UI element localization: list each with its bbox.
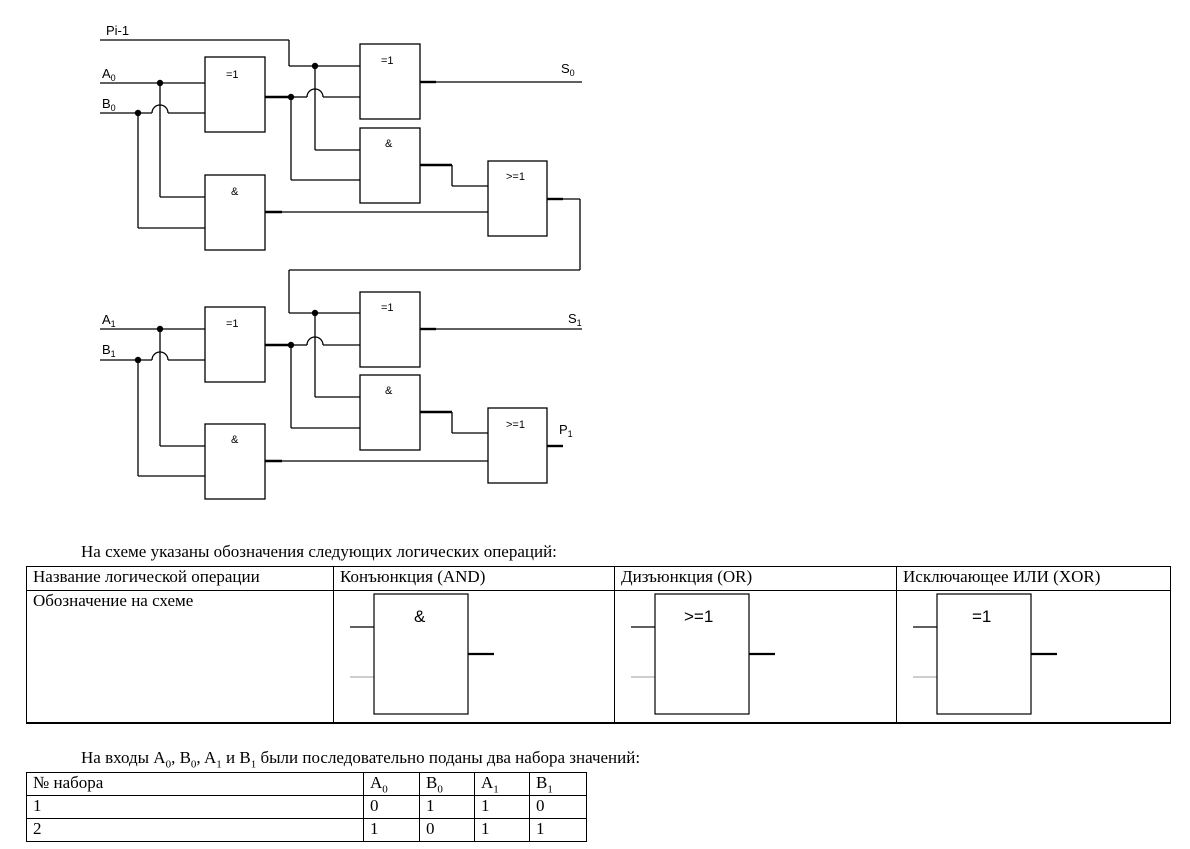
s0-label: S0 (561, 61, 575, 78)
value-a1: 1 (474, 795, 530, 819)
and-gate-stage1-input: & (204, 423, 266, 500)
svg-text:>=1: >=1 (506, 419, 525, 431)
op-and-symbol-cell: & (333, 590, 615, 724)
xor-gate-symbol: =1 (913, 593, 1057, 715)
s1-label: S1 (568, 311, 582, 328)
svg-text:=1: =1 (381, 55, 394, 67)
value-a1: 1 (474, 818, 530, 842)
svg-text:>=1: >=1 (684, 607, 713, 626)
value-b1: 1 (529, 818, 587, 842)
value-a0: 1 (363, 818, 420, 842)
value-b0: 0 (419, 818, 475, 842)
value-b1: 0 (529, 795, 587, 819)
svg-text:&: & (385, 138, 393, 150)
svg-text:&: & (231, 434, 239, 446)
op-or-symbol-cell: >=1 (614, 590, 897, 724)
a1-label: A1 (102, 312, 116, 329)
xor-gate-stage0-sum: =1 (359, 43, 421, 120)
adder-circuit-diagram: Pi-1 A0 B0 A1 B1 S0 S1 P1 (100, 23, 582, 500)
b1-label: B1 (102, 342, 116, 359)
ops-header-label: Название логической операции (26, 566, 334, 591)
op-xor-name: Исключающее ИЛИ (XOR) (896, 566, 1171, 591)
op-or-name: Дизъюнкция (OR) (614, 566, 897, 591)
set-number: 2 (26, 818, 364, 842)
carry-in-label: Pi-1 (106, 23, 129, 38)
set-number-header: № набора (26, 772, 364, 796)
svg-text:=1: =1 (226, 318, 239, 330)
input-sets-table: № набора A0 B0 A1 B1 1 0 1 1 0 2 1 0 1 1 (26, 772, 587, 842)
a0-label: A0 (102, 66, 116, 83)
value-b0: 1 (419, 795, 475, 819)
value-a0: 0 (363, 795, 420, 819)
a1-header: A1 (474, 772, 530, 796)
b1-header: B1 (529, 772, 587, 796)
set-number: 1 (26, 795, 364, 819)
op-xor-symbol-cell: =1 (896, 590, 1171, 724)
or-gate-stage0-carry: >=1 (487, 160, 548, 237)
and-gate-stage0-carry: & (359, 127, 421, 204)
ops-row-label: Обозначение на схеме (26, 590, 334, 724)
xor-gate-stage1-sum: =1 (359, 291, 421, 368)
svg-text:&: & (385, 385, 393, 397)
b0-label: B0 (102, 96, 116, 113)
table-row: 1 0 1 1 0 (26, 795, 587, 819)
svg-text:=1: =1 (226, 69, 239, 81)
table-row: 2 1 0 1 1 (26, 818, 587, 842)
svg-text:=1: =1 (381, 302, 394, 314)
and-gate-stage1-carry: & (359, 374, 421, 451)
operations-table: Название логической операции Конъюнкция … (26, 566, 1171, 724)
xor-gate-stage1-input: =1 (204, 306, 266, 383)
ops-intro-text: На схеме указаны обозначения следующих л… (81, 542, 557, 561)
stage-0-wires (100, 39, 582, 314)
and-gate-symbol: & (350, 593, 494, 715)
or-gate-stage1-carry: >=1 (487, 407, 548, 484)
xor-gate-stage0-input: =1 (204, 56, 266, 133)
b0-header: B0 (419, 772, 475, 796)
svg-text:&: & (414, 607, 426, 626)
p1-label: P1 (559, 422, 573, 439)
inputs-text: На входы A0, B0, A1 и B1 были последоват… (81, 748, 641, 771)
a0-header: A0 (363, 772, 420, 796)
or-gate-symbol: >=1 (631, 593, 775, 715)
op-and-name: Конъюнкция (AND) (333, 566, 615, 591)
stage-1-wires (100, 309, 582, 477)
and-gate-stage0-input: & (204, 174, 266, 251)
svg-text:=1: =1 (972, 607, 991, 626)
svg-text:&: & (231, 186, 239, 198)
sets-header-row: № набора A0 B0 A1 B1 (26, 772, 587, 796)
svg-text:>=1: >=1 (506, 171, 525, 183)
